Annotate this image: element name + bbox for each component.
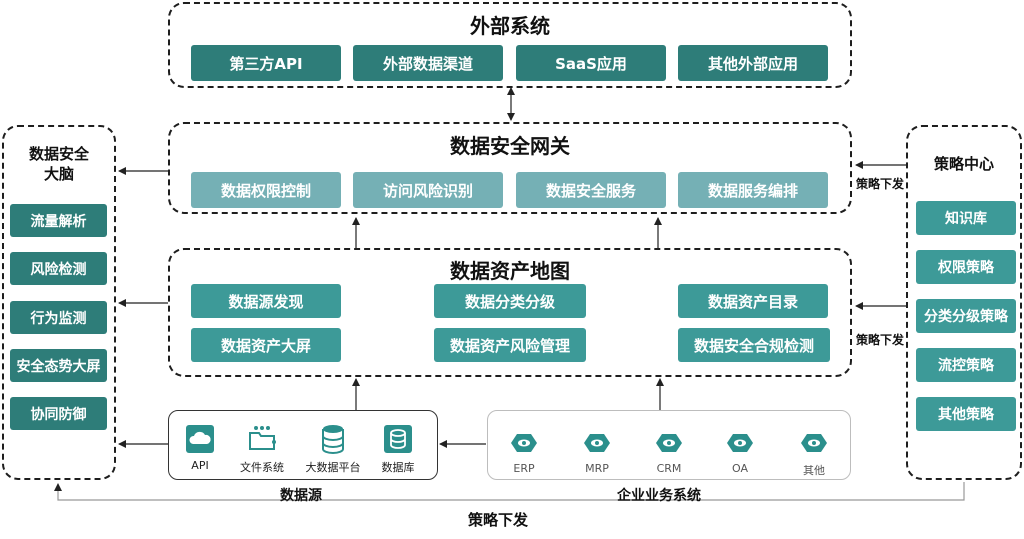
policy-center-title: 策略中心	[933, 155, 994, 173]
asset-item-classification[interactable]: 数据分类分级	[434, 284, 586, 318]
enterprise-item-other[interactable]: 其他	[789, 432, 839, 478]
enterprise-item-mrp[interactable]: MRP	[572, 432, 622, 475]
enterprise-systems-box	[487, 410, 851, 480]
enterprise-item-label: 其他	[803, 464, 825, 477]
arrow-policy-bottom-loop	[54, 482, 965, 501]
brain-item-defense[interactable]: 协同防御	[10, 397, 107, 430]
enterprise-item-label: MRP	[585, 462, 609, 475]
enterprise-item-label: OA	[732, 462, 748, 475]
policy-label-top: 策略下发	[856, 177, 905, 191]
external-systems-panel	[168, 2, 852, 88]
asset-item-dashboard[interactable]: 数据资产大屏	[191, 328, 341, 362]
policy-item-permission[interactable]: 权限策略	[916, 250, 1016, 284]
policy-item-knowledge[interactable]: 知识库	[916, 201, 1016, 235]
policy-label-bottom: 策略下发	[468, 511, 529, 529]
enterprise-item-erp[interactable]: ERP	[499, 432, 549, 475]
eye-hexagon-icon	[799, 432, 829, 454]
gateway-panel	[168, 122, 852, 214]
asset-item-source-discovery[interactable]: 数据源发现	[191, 284, 341, 318]
cloud-icon	[184, 423, 216, 455]
enterprise-item-oa[interactable]: OA	[715, 432, 765, 475]
eye-hexagon-icon	[725, 432, 755, 454]
data-source-label: 数据源	[280, 488, 322, 504]
data-source-item-label: 数据库	[381, 461, 415, 474]
data-source-item-bigdata[interactable]: 大数据平台	[303, 423, 363, 475]
asset-map-title: 数据资产地图	[450, 259, 570, 283]
gateway-item-security-service[interactable]: 数据安全服务	[516, 172, 666, 208]
data-source-item-database[interactable]: 数据库	[368, 423, 428, 475]
external-item-third-party-api[interactable]: 第三方API	[191, 45, 341, 81]
security-brain-title-line2: 大脑	[43, 165, 74, 183]
policy-label-mid: 策略下发	[856, 333, 905, 347]
eye-hexagon-icon	[582, 432, 612, 454]
eye-hexagon-icon	[654, 432, 684, 454]
gateway-item-permission[interactable]: 数据权限控制	[191, 172, 341, 208]
enterprise-item-label: CRM	[656, 462, 682, 475]
enterprise-item-label: ERP	[513, 462, 535, 475]
enterprise-systems-label: 企业业务系统	[617, 488, 701, 504]
data-source-item-filesystem[interactable]: 文件系统	[232, 423, 292, 475]
external-item-other-apps[interactable]: 其他外部应用	[678, 45, 828, 81]
gateway-title: 数据安全网关	[450, 134, 570, 158]
enterprise-item-crm[interactable]: CRM	[644, 432, 694, 475]
asset-item-catalog[interactable]: 数据资产目录	[678, 284, 828, 318]
policy-item-flow[interactable]: 流控策略	[916, 348, 1016, 382]
gateway-item-risk[interactable]: 访问风险识别	[353, 172, 503, 208]
brain-item-behavior[interactable]: 行为监测	[10, 301, 107, 334]
data-source-item-label: 文件系统	[240, 461, 284, 474]
policy-item-other[interactable]: 其他策略	[916, 397, 1016, 431]
database-cylinder-icon	[317, 423, 349, 455]
security-brain-panel	[2, 125, 116, 480]
brain-item-situation-screen[interactable]: 安全态势大屏	[10, 349, 107, 382]
gateway-item-orchestration[interactable]: 数据服务编排	[678, 172, 828, 208]
security-brain-title-line1: 数据安全	[28, 145, 89, 163]
asset-map-panel	[168, 248, 852, 377]
asset-item-risk-management[interactable]: 数据资产风险管理	[434, 328, 586, 362]
policy-item-classification[interactable]: 分类分级策略	[916, 299, 1016, 333]
asset-item-compliance[interactable]: 数据安全合规检测	[678, 328, 830, 362]
eye-hexagon-icon	[509, 432, 539, 454]
policy-center-panel	[906, 125, 1022, 480]
data-source-item-label: API	[191, 459, 209, 472]
data-source-item-api[interactable]: API	[170, 423, 230, 472]
data-source-box	[168, 410, 438, 480]
external-item-saas[interactable]: SaaS应用	[516, 45, 666, 81]
data-source-item-label: 大数据平台	[305, 461, 361, 474]
brain-item-traffic[interactable]: 流量解析	[10, 204, 107, 237]
folder-network-icon	[246, 423, 278, 455]
external-systems-title: 外部系统	[470, 14, 550, 38]
external-item-data-channel[interactable]: 外部数据渠道	[353, 45, 503, 81]
brain-item-risk-detect[interactable]: 风险检测	[10, 252, 107, 285]
database-icon	[382, 423, 414, 455]
